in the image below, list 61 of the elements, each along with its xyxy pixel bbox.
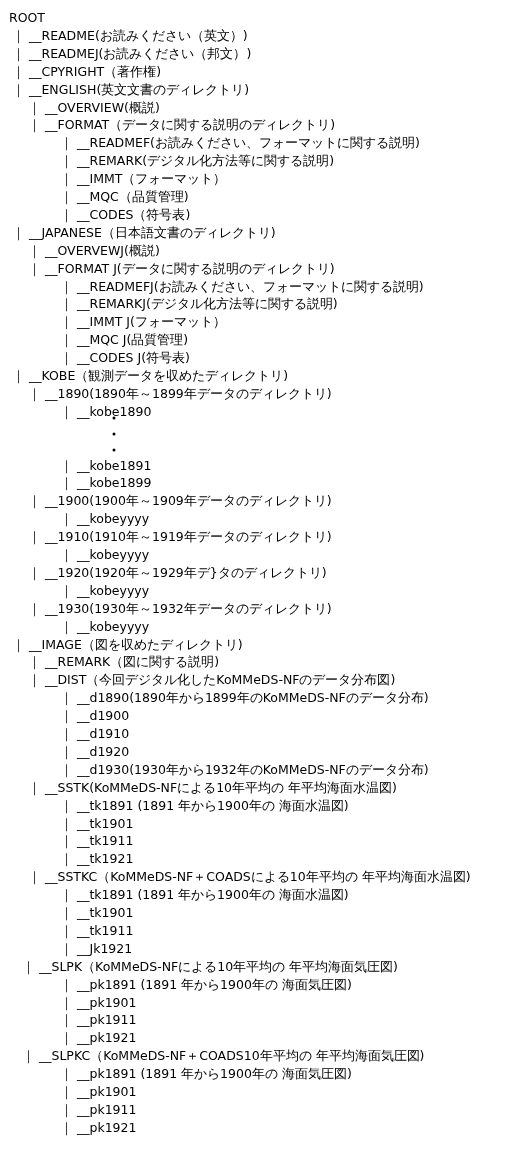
directory-entry: ｜ __pk1911: [60, 1101, 137, 1117]
directory-entry: ｜ __JAPANESE（日本語文書のディレクトリ): [12, 224, 276, 240]
directory-entry: ｜ __tk1891 (1891 年から1900年の 海面水温図): [60, 797, 349, 813]
directory-entry: ｜ __d1920: [60, 743, 130, 759]
directory-entry: ｜ __README(お読みください（英文）): [12, 27, 248, 43]
directory-entry: ｜ __kobe1891: [60, 457, 152, 473]
directory-entry: ｜ __tk1891 (1891 年から1900年の 海面水温図): [60, 887, 349, 903]
directory-entry: ｜ __d1900: [60, 708, 130, 724]
directory-entry: ｜ __tk1911: [60, 922, 134, 938]
directory-entry: ｜ __tk1911: [60, 833, 134, 849]
directory-entry: ｜ __MQC J(品質管理): [60, 332, 189, 348]
directory-entry: ｜ __READMEJ(お読みください（邦文）): [12, 45, 252, 61]
directory-entry: ｜ __REMARK（図に関する説明): [28, 654, 220, 670]
directory-entry: ｜ __pk1921: [60, 1030, 137, 1046]
directory-entry: ｜ __MQC（品質管理): [60, 189, 189, 204]
directory-entry: ｜ __pk1891 (1891 年から1900年の 海面気圧図): [60, 1066, 352, 1082]
directory-entry: ｜ __CODES J(符号表): [60, 350, 190, 366]
directory-entry: ｜ __kobe1890: [60, 403, 152, 419]
directory-entry: ｜ __REMARK(デジタル化方法等に関する説明): [60, 153, 335, 169]
directory-entry: ｜ __kobeyyyy: [60, 511, 150, 527]
directory-entry: ｜ __IMAGE（図を収めたディレクトリ): [12, 636, 243, 652]
directory-entry: ｜ __ENGLISH(英文文書のディレクトリ): [12, 81, 250, 97]
directory-entry: ｜ __SLPKC（KoMMeDS-NF＋COADS10年平均の 年平均海面気圧図): [22, 1048, 425, 1064]
directory-entry: ｜ __d1890(1890年から1899年のKoMMeDS-NFのデータ分布): [60, 690, 429, 706]
directory-entry: ｜ __tk1901: [60, 905, 134, 920]
directory-entry: ｜ __SLPK（KoMMeDS-NFによる10年平均の 年平均海面気圧図): [22, 958, 398, 974]
directory-entry: ｜ __d1910: [60, 726, 130, 741]
directory-entry: ｜ __CPYRIGHT（著作権): [12, 63, 162, 79]
directory-entry: ｜ __FORMAT J(データに関する説明のディレクトリ): [28, 260, 335, 276]
directory-entry: ｜ __pk1921: [60, 1119, 137, 1135]
directory-entry: ｜ __pk1911: [60, 1012, 137, 1028]
directory-entry: ｜ __KOBE（観測データを収めたディレクトリ): [12, 368, 289, 383]
directory-entry: ｜ __pk1901: [60, 994, 137, 1010]
directory-entry: ｜ __OVERVIEW(概説): [28, 99, 160, 115]
directory-entry: ｜ __IMMT J(フォーマット）: [60, 314, 226, 330]
directory-entry: ｜ __pk1901: [60, 1084, 137, 1099]
directory-entry: ｜ __pk1891 (1891 年から1900年の 海面気圧図): [60, 976, 352, 992]
directory-entry: ｜ __SSTKC（KoMMeDS-NF＋COADSによる10年平均の 年平均海面水温図): [28, 869, 471, 885]
directory-entry: ｜ __kobeyyyy: [60, 582, 150, 598]
directory-entry: ｜ __SSTK(KoMMeDS-NFによる10年平均の 年平均海面水温図): [28, 779, 397, 795]
directory-entry: ｜ __IMMT（フォーマット）: [60, 171, 227, 187]
directory-entry: ｜ __1910(1910年～1919年データのディレクトリ): [28, 529, 332, 545]
directory-entry: ｜ __kobeyyyy: [60, 618, 150, 634]
directory-entry: ｜ __tk1901: [60, 815, 134, 831]
directory-entry: ｜ __REMARKJ(デジタル化方法等に関する説明): [60, 296, 338, 312]
directory-entry: ｜ __FORMAT（データに関する説明のディレクトリ): [28, 117, 336, 133]
directory-entry: ｜ __DIST（今回デジタル化したKoMMeDS-NFのデータ分布図): [28, 672, 396, 688]
directory-entry: ｜ __1930(1930年～1932年データのディレクトリ): [28, 600, 332, 616]
directory-entry: ｜ __d1930(1930年から1932年のKoMMeDS-NFのデータ分布): [60, 761, 429, 777]
directory-entry: ｜ __1890(1890年～1899年データのディレクトリ): [28, 385, 332, 401]
directory-entry: ｜ __OVERVEWJ(概説): [28, 242, 160, 258]
directory-entry: ｜ __kobeyyyy: [60, 547, 150, 562]
directory-entry: ｜ __1900(1900年～1909年データのディレクトリ): [28, 493, 332, 509]
directory-entry: ｜ __Jk1921: [60, 940, 133, 956]
directory-entry: ｜ __tk1921: [60, 851, 134, 867]
directory-entry: ｜ __READMEFJ(お読みください、フォーマットに関する説明): [60, 278, 424, 294]
directory-entry: ｜ __CODES（符号表): [60, 206, 191, 222]
directory-entry: ｜ __1920(1920年～1929年デ}タのディレクトリ): [28, 564, 327, 580]
directory-entry: ｜ __kobe1899: [60, 475, 152, 491]
directory-entry: ｜ __READMEF(お読みください、フォーマットに関する説明): [60, 135, 420, 151]
root-label: ROOT: [9, 10, 45, 25]
